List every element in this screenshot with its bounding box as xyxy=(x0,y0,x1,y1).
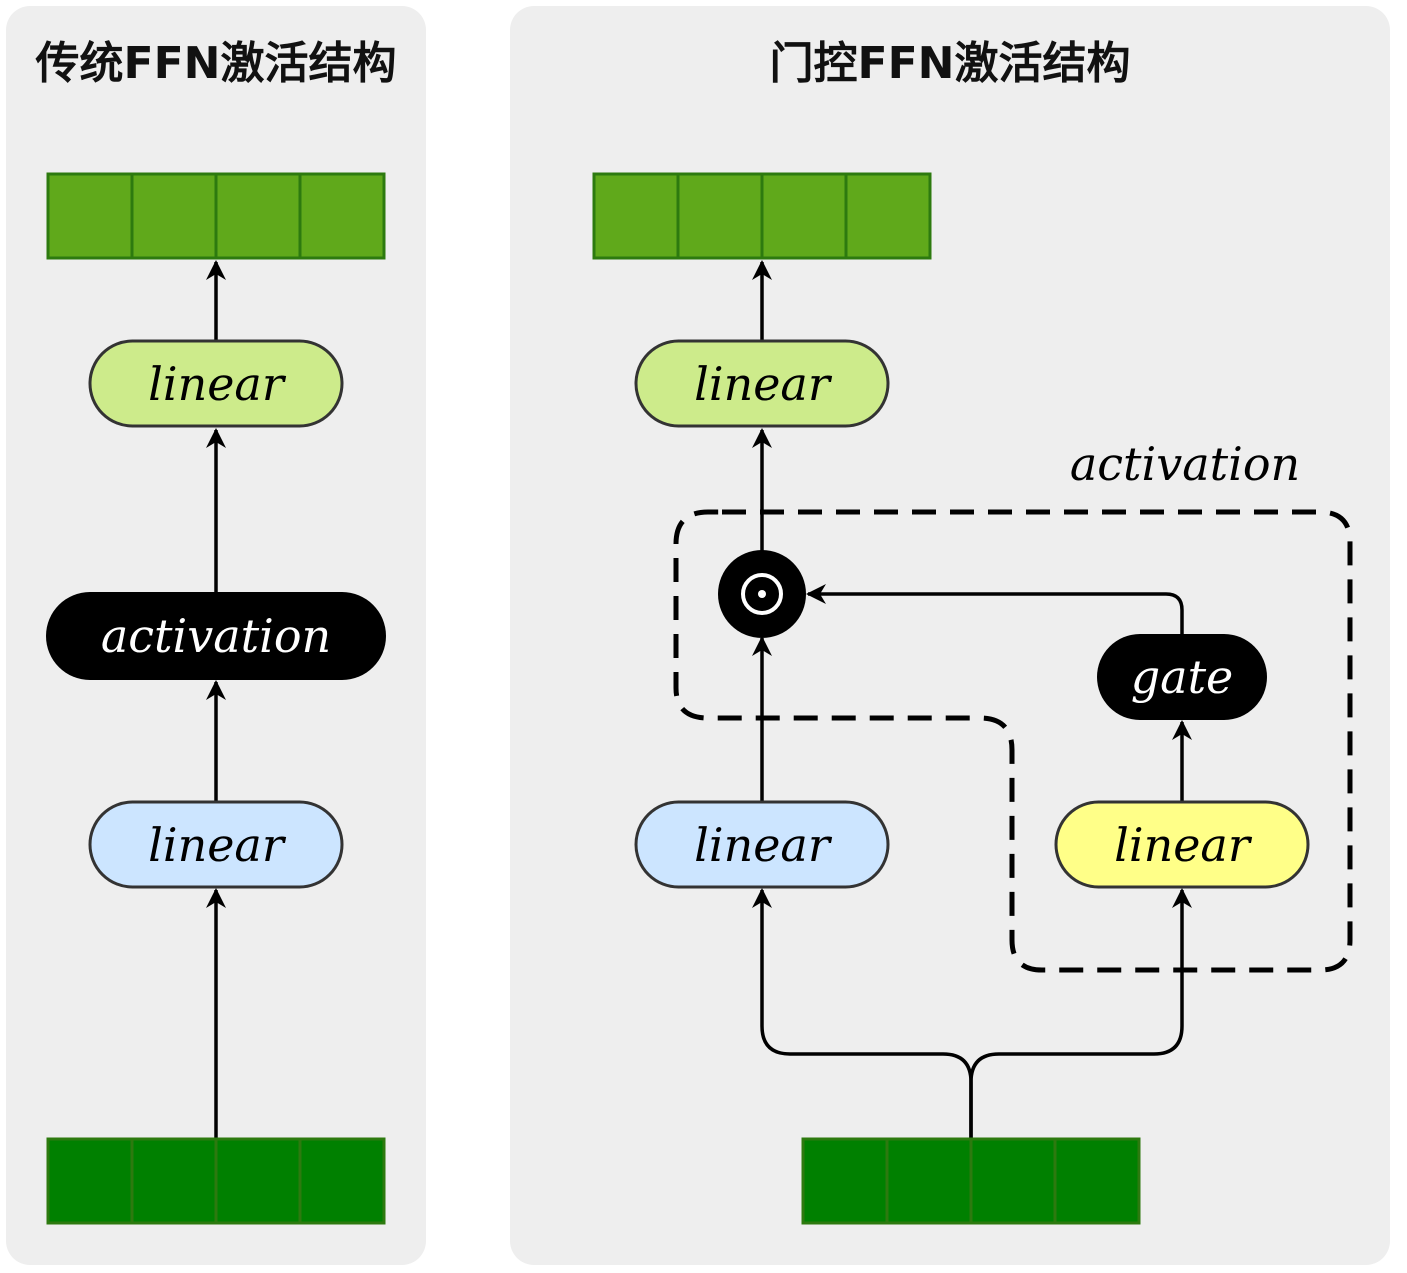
gated-top-linear-node: linear xyxy=(634,339,890,428)
gated-gate-linear-label: linear xyxy=(1114,818,1253,872)
multiply-symbol-dot xyxy=(758,590,766,598)
input-cell xyxy=(801,1137,889,1225)
input-cell xyxy=(298,1137,386,1225)
traditional-activation-label: activation xyxy=(101,609,331,663)
input-cell xyxy=(130,1137,218,1225)
gated-panel-background xyxy=(510,6,1390,1265)
activation-group-outline xyxy=(673,509,1353,973)
gated-panel-title: 门控FFN激活结构 xyxy=(770,38,1131,89)
input-cell xyxy=(969,1137,1057,1225)
arrow-input-to-value-linear xyxy=(752,888,973,1138)
output-cell xyxy=(46,172,134,260)
traditional-activation-node: activation xyxy=(46,592,386,680)
input-cell xyxy=(46,1137,134,1225)
traditional-top-linear-label: linear xyxy=(148,357,287,411)
traditional-bottom-linear-label: linear xyxy=(148,818,287,872)
input-cell xyxy=(214,1137,302,1225)
gated-input-vector xyxy=(801,1137,1141,1225)
traditional-bottom-linear-node: linear xyxy=(88,800,344,889)
activation-group-label: activation xyxy=(1070,437,1300,491)
gated-output-vector xyxy=(592,172,932,260)
input-cell xyxy=(1053,1137,1141,1225)
traditional-input-vector xyxy=(46,1137,386,1225)
gated-gate-linear-node: linear xyxy=(1054,800,1310,889)
gated-ffn-panel: 门控FFN激活结构 activation linear xyxy=(510,6,1390,1265)
output-cell xyxy=(130,172,218,260)
output-cell xyxy=(214,172,302,260)
output-cell xyxy=(760,172,848,260)
gated-top-linear-label: linear xyxy=(694,357,833,411)
output-cell xyxy=(844,172,932,260)
gated-value-linear-label: linear xyxy=(694,818,833,872)
gate-label: gate xyxy=(1131,650,1234,704)
output-cell xyxy=(298,172,386,260)
traditional-ffn-panel: 传统FFN激活结构 linear activation linear xyxy=(6,6,426,1265)
input-cell xyxy=(885,1137,973,1225)
arrow-gate-to-product xyxy=(806,584,1184,634)
traditional-top-linear-node: linear xyxy=(88,339,344,428)
output-cell xyxy=(592,172,680,260)
traditional-panel-title: 传统FFN激活结构 xyxy=(35,38,397,89)
gate-node: gate xyxy=(1097,634,1267,720)
output-cell xyxy=(676,172,764,260)
multiply-symbol-ring xyxy=(741,573,783,615)
traditional-output-vector xyxy=(46,172,386,260)
gated-value-linear-node: linear xyxy=(634,800,890,889)
arrow-input-to-gate-linear xyxy=(969,888,1192,1138)
elementwise-product-node xyxy=(718,550,806,638)
